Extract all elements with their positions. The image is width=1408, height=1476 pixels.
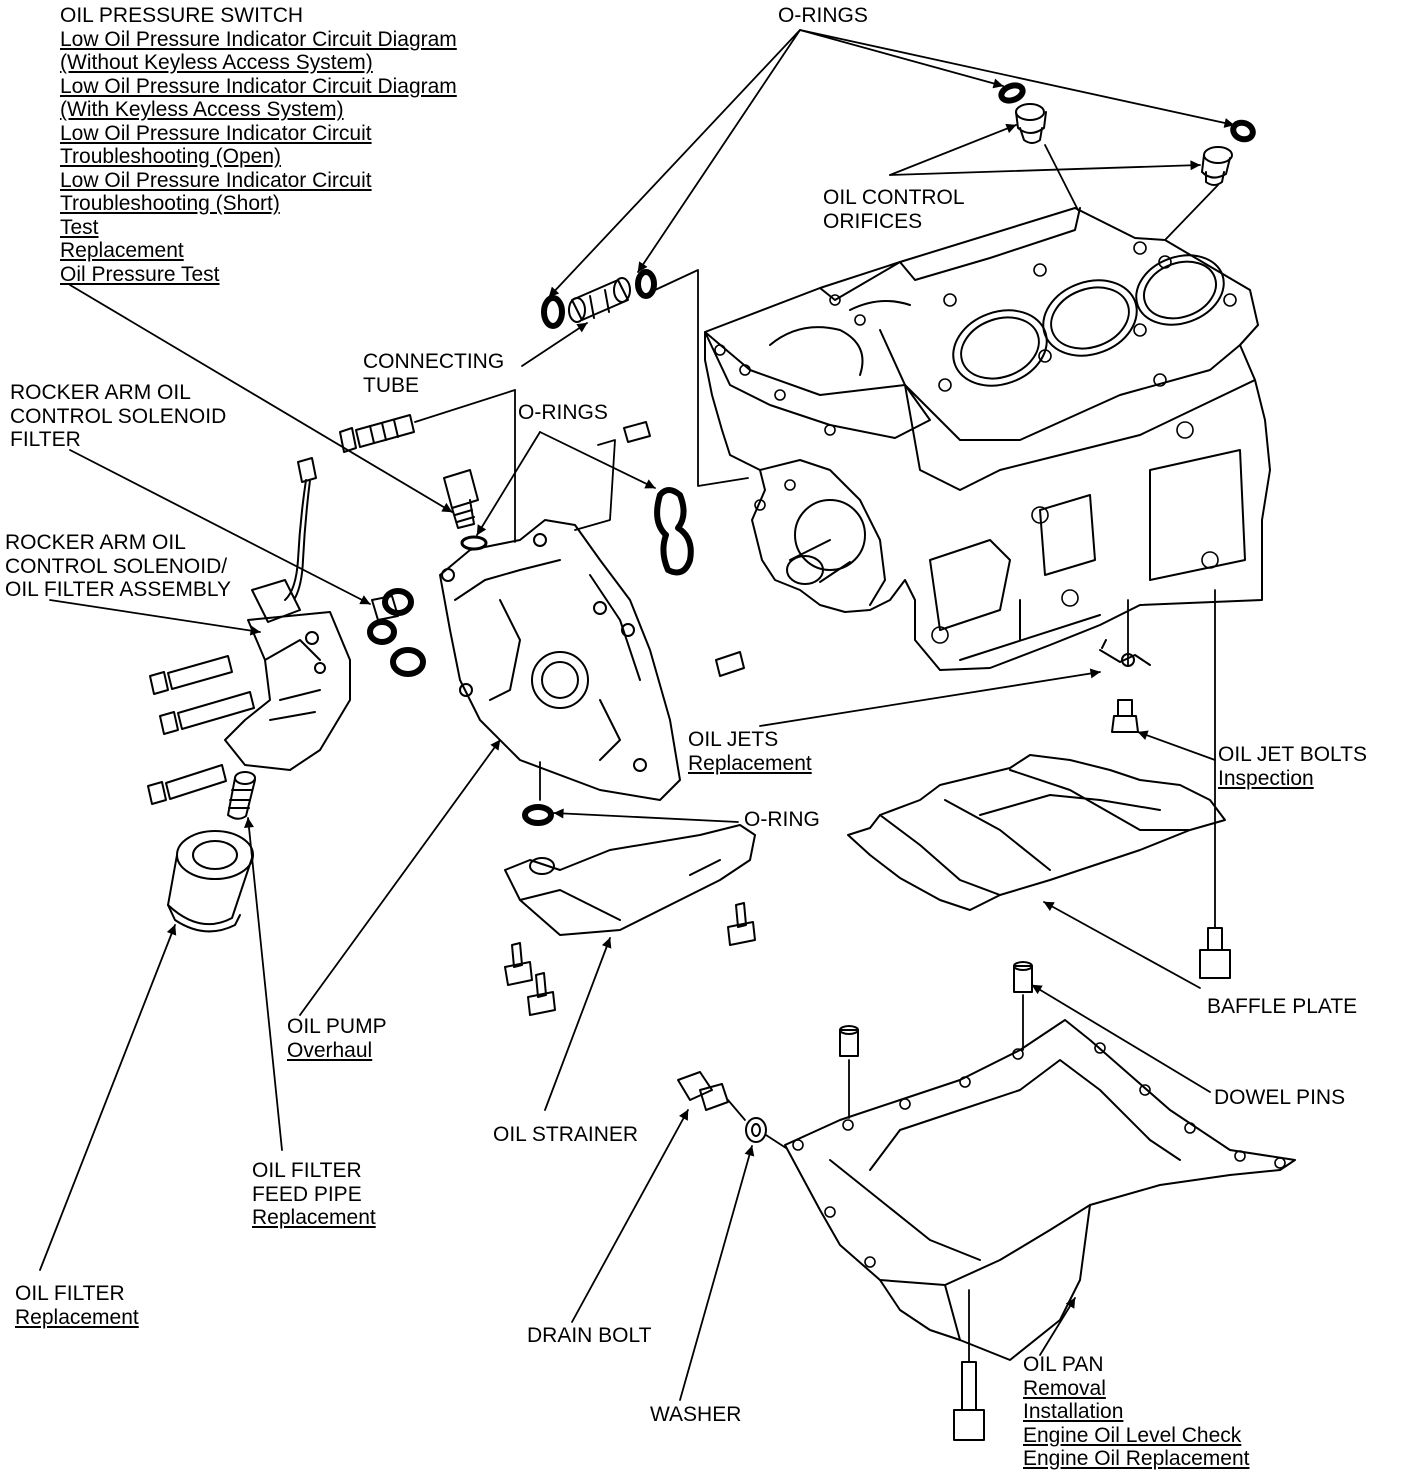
- link-circuit-diagram-with-keyless-2[interactable]: (With Keyless Access System): [60, 98, 344, 121]
- label-dowel-pins: DOWEL PINS: [1214, 1086, 1346, 1109]
- label-o-rings-mid: O-RINGS: [518, 401, 608, 424]
- oil-filter-callout: OIL FILTER Replacement: [15, 1282, 139, 1329]
- solenoid-filter: [371, 595, 399, 621]
- dowel-pin-pan-1: [839, 1025, 859, 1057]
- link-oil-pan-installation[interactable]: Installation: [1023, 1400, 1124, 1423]
- o-ring-strainer: [522, 804, 554, 826]
- label-drain-bolt: DRAIN BOLT: [527, 1324, 652, 1347]
- solenoid-filter-o-rings: [367, 588, 426, 677]
- oil-filter-feed-pipe: [227, 771, 256, 820]
- baffle-plate: [847, 754, 1226, 911]
- link-switch-replacement[interactable]: Replacement: [60, 239, 184, 262]
- link-circuit-diagram-with-keyless-1[interactable]: Low Oil Pressure Indicator Circuit Diagr…: [60, 74, 457, 98]
- link-switch-test[interactable]: Test: [60, 215, 99, 239]
- oil-strainer: [504, 824, 756, 936]
- link-oil-jet-bolts-inspection[interactable]: Inspection: [1218, 766, 1314, 790]
- o-ring-tube-1: [541, 295, 565, 329]
- oil-filter: [167, 830, 254, 933]
- oil-pan: [784, 1019, 1296, 1361]
- link-oil-pan-removal[interactable]: Removal: [1023, 1376, 1106, 1400]
- connecting-tube: [568, 277, 631, 323]
- label-o-rings-top: O-RINGS: [778, 4, 868, 27]
- label-oil-control-orifices: OIL CONTROL ORIFICES: [823, 186, 965, 233]
- o-ring-tube-2: [635, 269, 657, 299]
- washer: [745, 1117, 767, 1143]
- link-engine-oil-level-check[interactable]: Engine Oil Level Check: [1023, 1423, 1242, 1447]
- link-troubleshooting-short-1[interactable]: Low Oil Pressure Indicator Circuit: [60, 168, 372, 192]
- link-oil-pump-overhaul[interactable]: Overhaul: [287, 1038, 373, 1062]
- solenoid-assembly: [224, 457, 351, 771]
- o-ring-top-1: [998, 82, 1026, 104]
- label-washer: WASHER: [650, 1403, 742, 1426]
- leader-lines: [39, 29, 1235, 1401]
- oil-pressure-switch: [443, 469, 479, 529]
- oil-control-orifice-2: [1201, 146, 1233, 186]
- oil-pump: [439, 519, 681, 801]
- link-oil-filter-replacement[interactable]: Replacement: [15, 1305, 139, 1329]
- oil-filter-feed-pipe-callout: OIL FILTER FEED PIPE Replacement: [252, 1159, 376, 1229]
- bolts-strainer: [504, 902, 756, 1016]
- bolt-top: [339, 414, 415, 453]
- bolt-right: [1199, 927, 1231, 979]
- pump-gasket-o-ring: [654, 487, 694, 576]
- link-troubleshooting-open-2[interactable]: Troubleshooting (Open): [60, 145, 282, 168]
- bolts-left: [147, 655, 255, 805]
- link-troubleshooting-short-2[interactable]: Troubleshooting (Short): [60, 192, 280, 215]
- dowel-pin-pump-2: [715, 651, 745, 677]
- oil-jet-bolt: [1111, 699, 1139, 733]
- label-connecting-tube: CONNECTING TUBE: [363, 350, 505, 397]
- link-circuit-diagram-without-keyless-2[interactable]: (Without Keyless Access System): [60, 51, 373, 74]
- oil-pressure-switch-callout: OIL PRESSURE SWITCH Low Oil Pressure Ind…: [60, 4, 457, 286]
- link-feed-pipe-replacement[interactable]: Replacement: [252, 1206, 376, 1229]
- oil-pump-callout: OIL PUMP Overhaul: [287, 1015, 387, 1062]
- label-rocker-arm-filter: ROCKER ARM OIL CONTROL SOLENOID FILTER: [10, 381, 227, 451]
- oil-pressure-switch-title: OIL PRESSURE SWITCH: [60, 4, 304, 27]
- link-engine-oil-replacement[interactable]: Engine Oil Replacement: [1023, 1447, 1250, 1470]
- link-troubleshooting-open-1[interactable]: Low Oil Pressure Indicator Circuit: [60, 121, 372, 145]
- oil-jet-bolts-callout: OIL JET BOLTS Inspection: [1218, 743, 1367, 790]
- oil-jet: [1099, 639, 1151, 667]
- label-baffle-plate: BAFFLE PLATE: [1207, 995, 1358, 1018]
- label-rocker-arm-assembly: ROCKER ARM OIL CONTROL SOLENOID/ OIL FIL…: [5, 531, 232, 601]
- dowel-pin-pan-2: [1013, 961, 1033, 993]
- drain-bolt: [677, 1071, 729, 1111]
- label-oil-strainer: OIL STRAINER: [493, 1123, 639, 1146]
- link-oil-pressure-test[interactable]: Oil Pressure Test: [60, 262, 220, 286]
- bolt-bottom: [953, 1361, 985, 1441]
- link-circuit-diagram-without-keyless-1[interactable]: Low Oil Pressure Indicator Circuit Diagr…: [60, 27, 457, 51]
- oil-pan-callout: OIL PAN Removal Installation Engine Oil …: [1023, 1353, 1250, 1470]
- link-oil-jets-replacement[interactable]: Replacement: [688, 751, 812, 775]
- label-o-ring: O-RING: [744, 808, 820, 831]
- dowel-pin-pump-1: [623, 421, 651, 443]
- engine-block: [704, 207, 1271, 671]
- oil-control-orifice-1: [1015, 103, 1047, 144]
- oil-jets-callout: OIL JETS Replacement: [688, 728, 812, 775]
- o-ring-top-2: [1230, 119, 1256, 143]
